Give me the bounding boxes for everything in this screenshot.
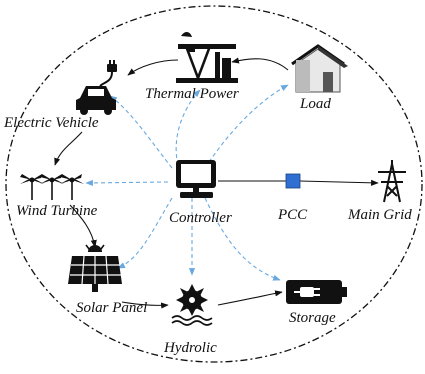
- power-link-pcc-grid: [299, 179, 379, 186]
- power-links: [54, 57, 379, 309]
- power-link-ev-wind: [54, 131, 83, 166]
- power-link-load-thermal: [231, 57, 289, 71]
- wind-label: Wind Turbine: [16, 203, 98, 219]
- microgrid-boundary: [5, 5, 423, 363]
- square-node-icon: [285, 173, 301, 189]
- house-icon: [291, 44, 348, 93]
- thermal-label: Thermal Power: [145, 86, 239, 102]
- solar-label: Solar Panel: [76, 300, 147, 316]
- battery-icon: [286, 280, 347, 304]
- control-link-wind: [85, 179, 169, 186]
- electric-car-icon: [76, 60, 117, 115]
- control-link-thermal: [175, 89, 201, 166]
- power-link-solar-hydro: [121, 301, 169, 309]
- load-label: Load: [299, 96, 331, 112]
- control-links: [85, 84, 289, 281]
- wind-turbine-icon: [20, 174, 84, 200]
- computer-icon: [176, 160, 216, 198]
- control-link-solar: [117, 197, 173, 269]
- water-turbine-icon: [171, 284, 213, 326]
- power-link-wind-solar: [69, 204, 97, 248]
- power-link-thermal-ev: [127, 59, 179, 76]
- storage-label: Storage: [289, 310, 336, 326]
- pcc-label: PCC: [277, 207, 308, 223]
- grid-label: Main Grid: [347, 207, 412, 223]
- pumpjack-icon: [176, 31, 238, 83]
- power-link-hydro-storage: [217, 290, 283, 306]
- control-link-storage: [204, 197, 281, 281]
- controller-label: Controller: [169, 210, 232, 226]
- control-link-ev: [109, 95, 173, 169]
- solar-panel-icon: [68, 242, 122, 292]
- control-link-load: [204, 84, 289, 169]
- transmission-tower-icon: [378, 160, 406, 203]
- ev-label: Electric Vehicle: [3, 115, 99, 131]
- hydro-label: Hydrolic: [163, 340, 217, 356]
